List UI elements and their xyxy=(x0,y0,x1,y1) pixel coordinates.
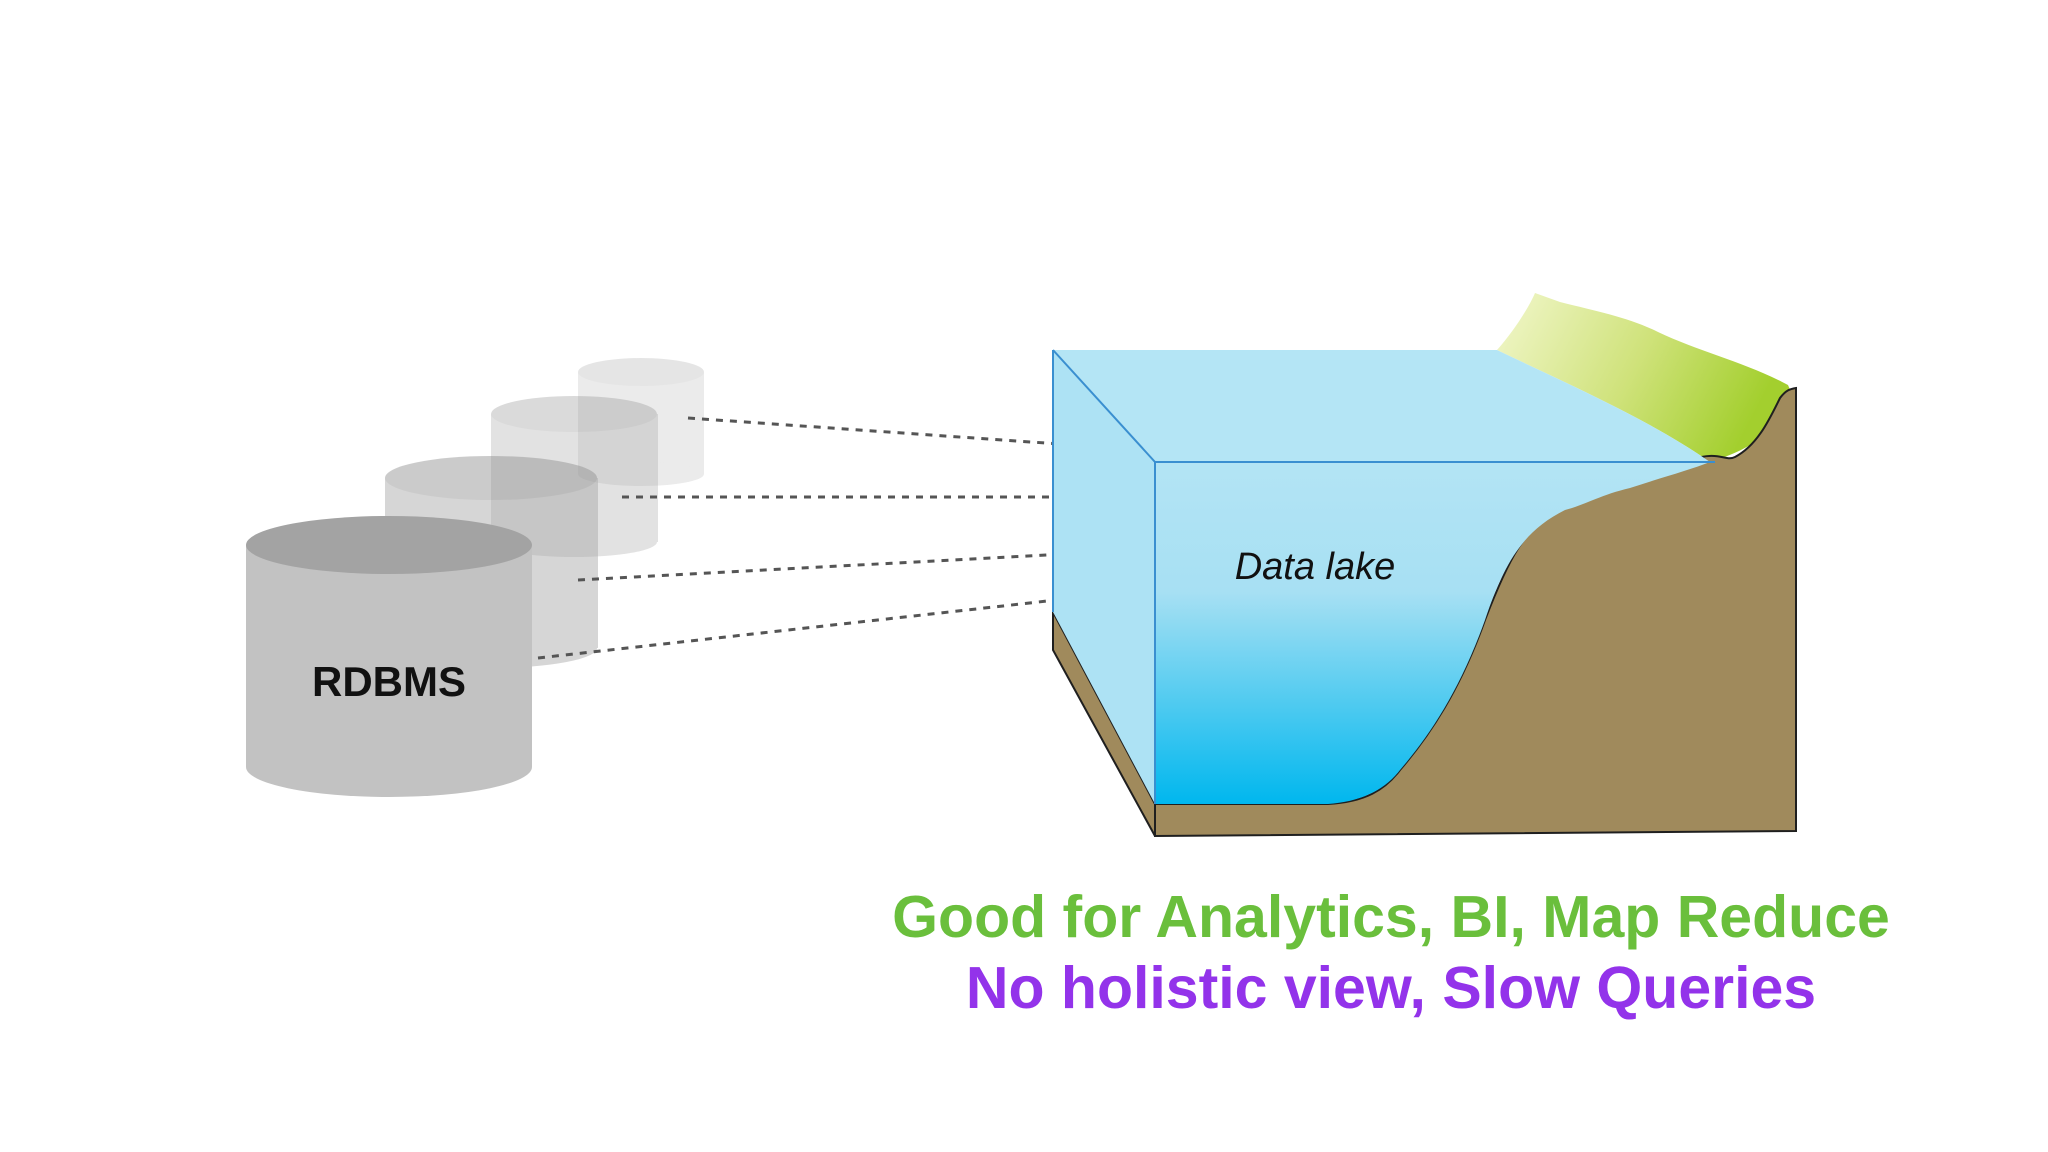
grass-bank xyxy=(1497,293,1791,462)
lake-cross-section-icon: Data lake xyxy=(1052,293,1797,838)
cons-caption: No holistic view, Slow Queries xyxy=(966,955,1816,1021)
ingest-arrow-1 xyxy=(687,416,1090,451)
database-cylinder-back-2 xyxy=(491,396,658,557)
data-lake-label: Data lake xyxy=(1235,546,1396,588)
database-cylinder-back-1 xyxy=(578,358,704,486)
ingest-arrows xyxy=(537,416,1107,660)
database-cylinder-front xyxy=(246,516,532,797)
ingest-arrow-3 xyxy=(577,547,1104,582)
pros-caption: Good for Analytics, BI, Map Reduce xyxy=(892,884,1890,950)
database-cylinder-stack-icon: RDBMS xyxy=(246,358,704,797)
water-surface xyxy=(1053,350,1710,462)
rdbms-label: RDBMS xyxy=(312,658,466,705)
ingest-arrow-4 xyxy=(537,591,1094,660)
water-volume xyxy=(1155,462,1710,804)
water-edges xyxy=(1052,349,1715,804)
water-back-face xyxy=(1053,350,1155,804)
